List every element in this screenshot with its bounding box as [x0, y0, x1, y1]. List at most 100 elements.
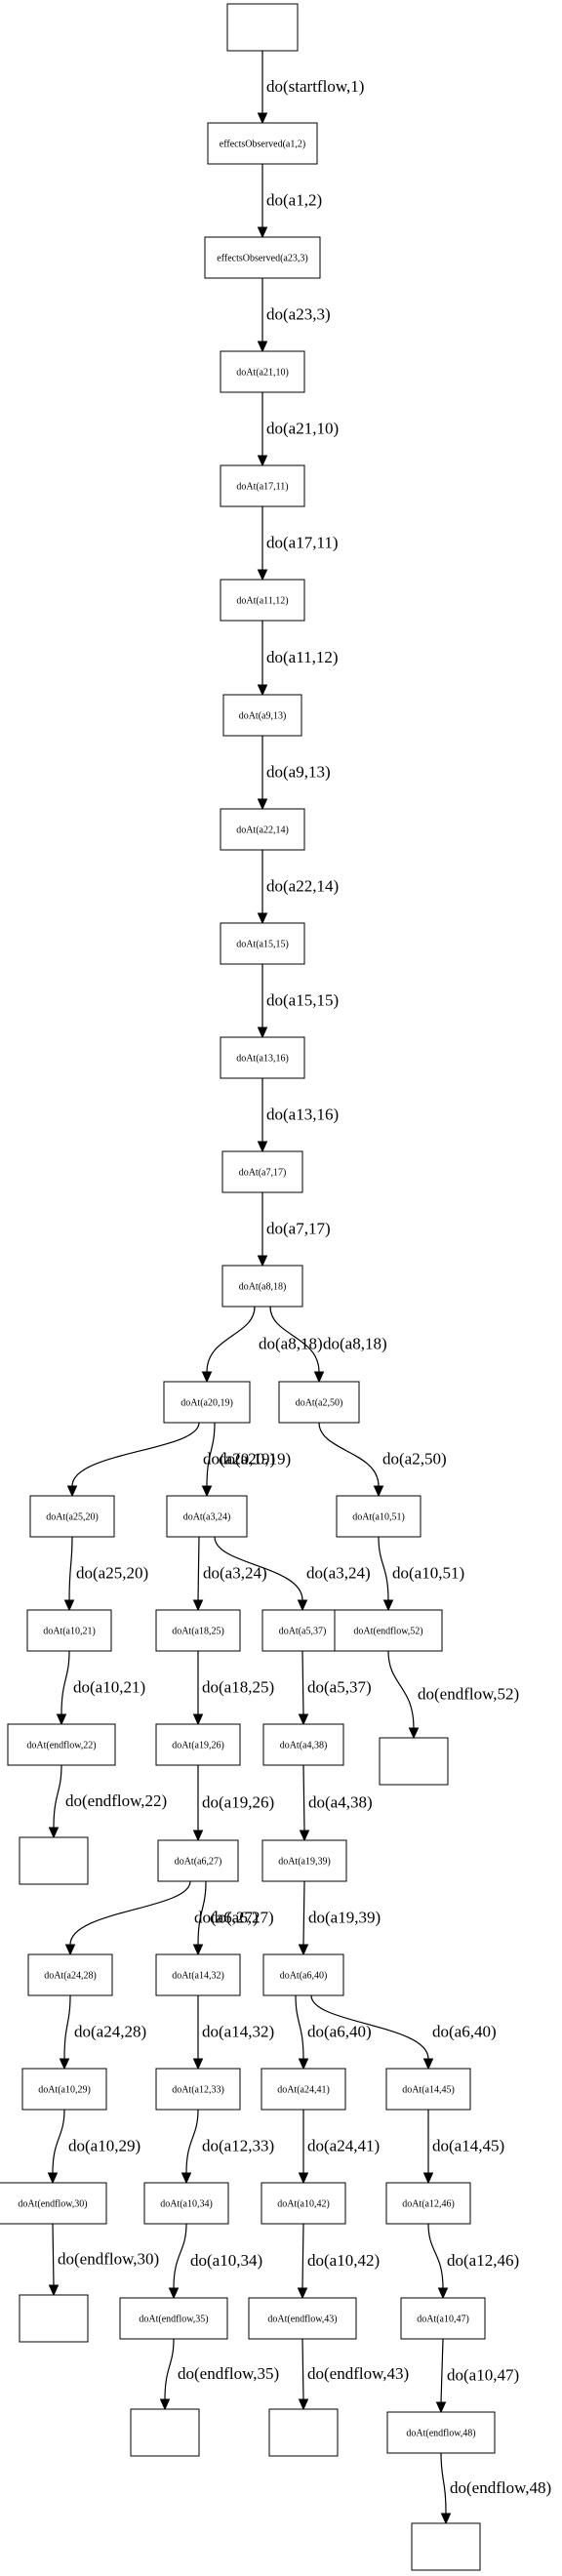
arrow-head — [59, 2058, 70, 2071]
node-label: effectsObserved(a1,2) — [220, 140, 305, 150]
arrow-head — [63, 1599, 75, 1612]
edge-n14-n15: do(a22,14) — [257, 850, 339, 925]
node-label: doAt(a12,46) — [402, 2199, 455, 2210]
edge-line — [214, 1536, 303, 1601]
node-box — [143, 2182, 229, 2225]
edge-n51-n52: do(a10,51) — [378, 1536, 464, 1612]
node-box — [130, 2408, 200, 2457]
node-box — [261, 1839, 347, 1882]
node-n24: doAt(a3,24) — [166, 1495, 248, 1538]
node-n15: doAt(a15,15) — [220, 922, 305, 965]
node-label: doAt(a14,32) — [172, 1971, 224, 1982]
node-box — [155, 1953, 241, 1996]
arrow-head — [382, 1599, 394, 1612]
node-n50: doAt(a2,50) — [278, 1381, 360, 1424]
node-n42: doAt(a10,42) — [261, 2182, 346, 2225]
node-box — [26, 1609, 112, 1652]
edge-n32-n33: do(a14,32) — [192, 1995, 274, 2071]
arrow-head — [201, 1371, 213, 1384]
edge-label-do-a11-12: do(a11,12) — [266, 648, 339, 666]
node-n37: doAt(a5,37) — [261, 1609, 343, 1652]
node-box — [221, 1265, 303, 1308]
node-box — [385, 2182, 471, 2225]
edge-line — [301, 2223, 304, 2289]
node-label: doAt(endflow,35) — [139, 2314, 208, 2325]
node-e48 — [411, 2522, 481, 2571]
edge-line — [68, 1536, 73, 1601]
node-label: doAt(a25,20) — [46, 1512, 99, 1523]
edge-label-do-a10-34: do(a10,34) — [190, 2251, 262, 2270]
edge-label-do-a19-39: do(a19,39) — [308, 1909, 381, 1927]
edge-label-do-a15-15: do(a15,15) — [266, 991, 339, 1010]
node-n27: doAt(a6,27) — [157, 1839, 239, 1882]
node-box — [385, 2068, 471, 2111]
arrow-head — [257, 569, 268, 582]
edge-n17-n18: do(a7,17) — [257, 1192, 331, 1268]
node-n21: doAt(a10,21) — [26, 1609, 112, 1652]
edge-line — [197, 1536, 200, 1601]
edge-label-do-a19-26: do(a19,26) — [202, 1793, 274, 1812]
arrow-head — [192, 1599, 204, 1612]
node-label: doAt(a10,29) — [38, 2085, 91, 2096]
edge-label-do-endflow-22: do(endflow,22) — [65, 1791, 167, 1810]
node-n14: doAt(a22,14) — [220, 808, 305, 851]
node-box — [19, 1836, 89, 1885]
edge-n19-n20: do(a20,19) — [66, 1422, 275, 1498]
node-n41: doAt(a24,41) — [261, 2068, 346, 2111]
edge-n20-n21: do(a25,20) — [63, 1536, 148, 1612]
edge-n16-n17: do(a13,16) — [257, 1078, 339, 1153]
edge-n52-e52: do(endflow,52) — [387, 1650, 519, 1740]
edge-line — [53, 1764, 62, 1829]
arrow-head — [298, 1713, 309, 1726]
node-n40: doAt(a6,40) — [262, 1953, 344, 1996]
edge-label-do-a10-42: do(a10,42) — [307, 2251, 380, 2270]
edge-n30-e30: do(endflow,30) — [48, 2223, 159, 2297]
arrow-head — [257, 684, 268, 697]
edge-line — [52, 2223, 55, 2286]
edge-n24-n37: do(a3,24) — [214, 1536, 371, 1612]
edge-label-do-a21-10: do(a21,10) — [266, 420, 339, 438]
nodes-layer: effectsObserved(a1,2)effectsObserved(a23… — [0, 3, 496, 2571]
node-label: doAt(a10,51) — [352, 1512, 405, 1523]
edge-line — [71, 1422, 200, 1487]
node-box — [248, 2297, 357, 2340]
edge-label-do-a14-32: do(a14,32) — [202, 2023, 274, 2041]
node-box — [155, 2068, 241, 2111]
node-n43: doAt(endflow,43) — [248, 2297, 357, 2340]
node-box — [411, 2522, 481, 2571]
node-box — [166, 1495, 248, 1538]
node-box — [262, 1953, 344, 1996]
arrow-head — [64, 1944, 76, 1956]
node-label: doAt(endflow,30) — [18, 2199, 87, 2210]
arrow-head — [298, 2058, 309, 2071]
node-label: doAt(a4,38) — [280, 1741, 328, 1751]
edge-label-do-a12-46: do(a12,46) — [447, 2251, 519, 2270]
arrow-head — [297, 1599, 308, 1612]
edge-eo2-n10: do(a23,3) — [257, 278, 331, 353]
arrow-head — [48, 2284, 60, 2297]
edge-label-do-a6-27: do(a6,27) — [194, 1909, 259, 1927]
node-label: doAt(endflow,43) — [267, 2314, 337, 2325]
edge-line — [302, 1764, 305, 1831]
node-label: doAt(a7,17) — [239, 1168, 287, 1179]
edge-n26-n27: do(a19,26) — [192, 1765, 274, 1842]
arrow-head — [192, 1944, 204, 1956]
node-n30: doAt(endflow,30) — [0, 2182, 107, 2225]
node-box — [222, 694, 302, 737]
edge-label-do-a6-40: do(a6,40) — [307, 2023, 372, 2041]
node-label: doAt(a5,37) — [279, 1627, 327, 1637]
node-label: doAt(a6,27) — [175, 1857, 222, 1868]
node-label: doAt(a3,24) — [183, 1512, 231, 1523]
arrow-head — [257, 912, 268, 925]
node-box — [21, 2068, 107, 2111]
node-n45: doAt(a14,45) — [385, 2068, 471, 2111]
arrow-head — [168, 2287, 180, 2300]
edge-label-do-a22-14: do(a22,14) — [266, 877, 339, 896]
edge-line — [269, 1306, 320, 1373]
arrow-head — [159, 2398, 171, 2411]
arrow-head — [192, 1830, 204, 1842]
edge-label-do-a20-19: do(a20,19) — [219, 1450, 291, 1469]
edge-n41-n42: do(a24,41) — [298, 2110, 380, 2185]
edge-n13-n14: do(a9,13) — [257, 736, 331, 811]
